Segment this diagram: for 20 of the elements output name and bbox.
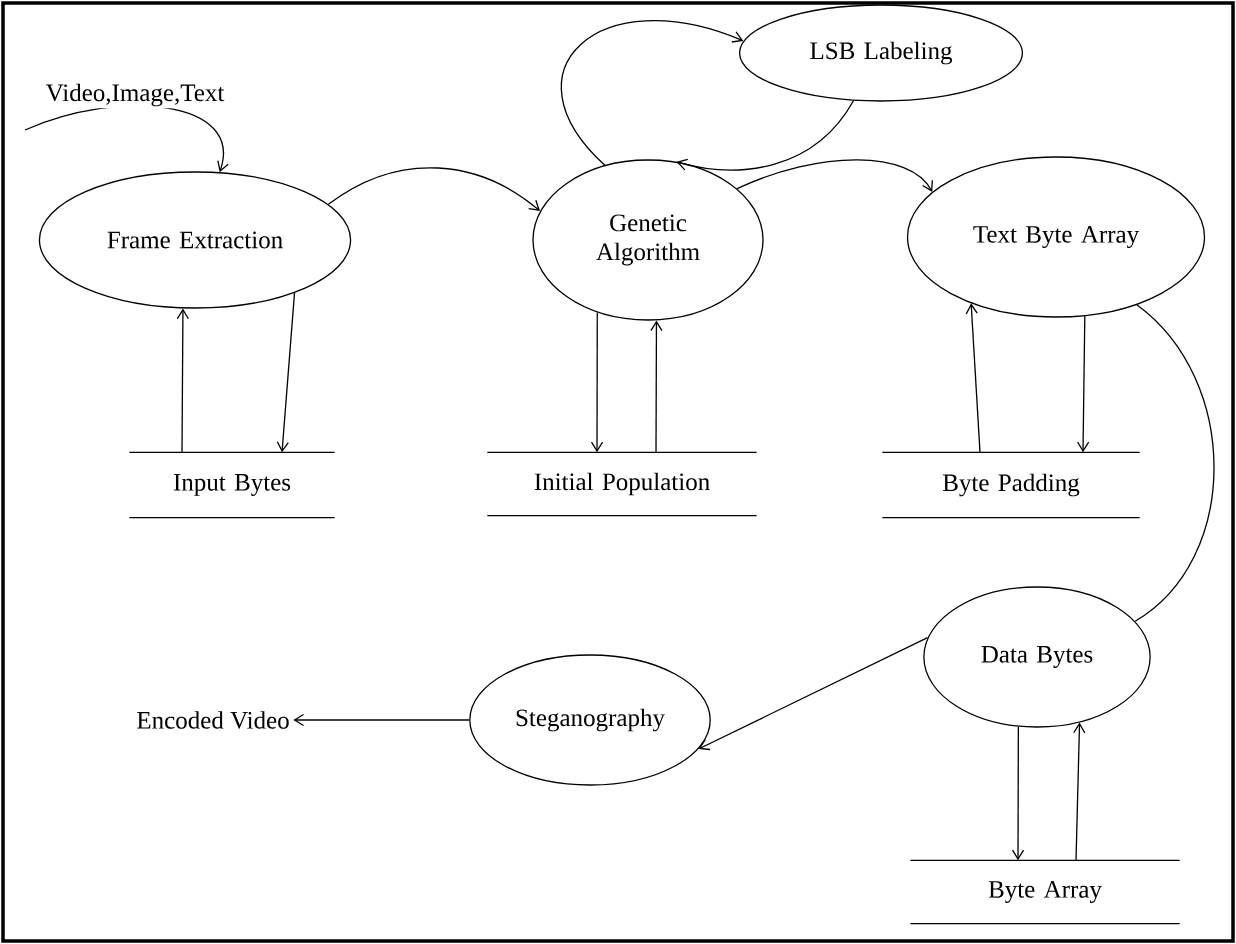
data-store: Initial Population (486, 451, 758, 517)
data-store: Byte Padding (881, 451, 1141, 519)
edge-label: Video,Image,Text (43, 81, 227, 109)
arrow (176, 308, 190, 453)
arrow (736, 159, 933, 192)
arrow (1073, 722, 1086, 861)
data-store: Input Bytes (128, 451, 336, 519)
output-label: Encoded Video (137, 711, 289, 729)
arrow (965, 303, 981, 453)
arrow (1077, 315, 1090, 453)
arrow (650, 320, 663, 453)
arrow (561, 20, 744, 166)
arrow (590, 311, 604, 453)
arrow (293, 713, 470, 727)
arrow (276, 292, 296, 453)
arrow (327, 167, 541, 212)
data-store: Byte Array (909, 859, 1181, 925)
arrow (698, 637, 929, 751)
arrow (676, 100, 855, 171)
arrow (1011, 726, 1025, 861)
